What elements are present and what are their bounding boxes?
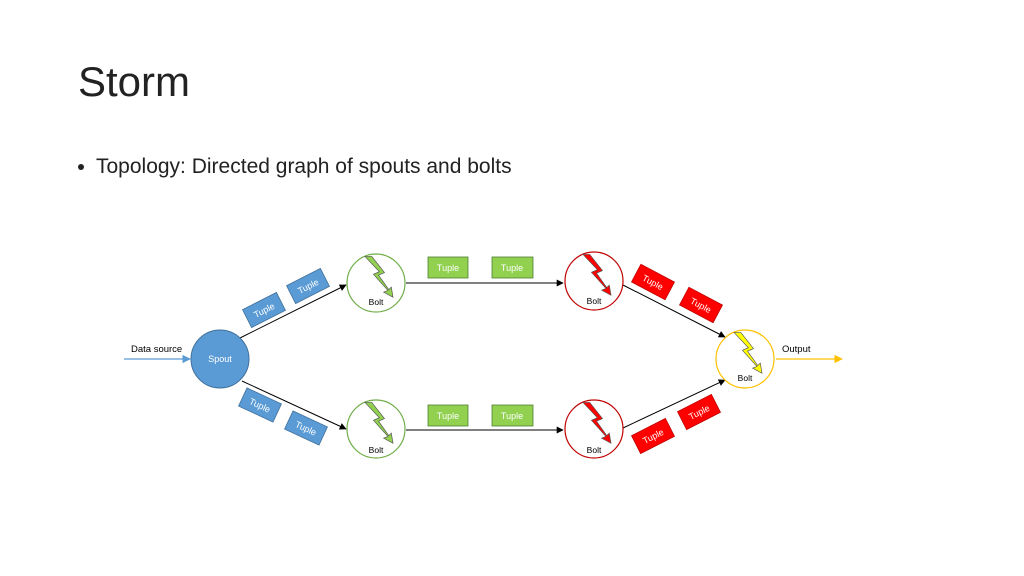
- bolt-green-top: Bolt: [346, 253, 406, 313]
- tuple-green-1: Tuple: [427, 256, 469, 279]
- edge-spout-bolt-bottom: [241, 380, 347, 430]
- tuple-label: Tuple: [501, 263, 523, 273]
- tuple-blue-2: Tuple: [285, 267, 331, 305]
- tuple-red-3: Tuple: [630, 417, 676, 455]
- spout-node: Spout: [190, 329, 250, 389]
- tuple-red-2: Tuple: [678, 286, 724, 324]
- bolt-label: Bolt: [738, 373, 753, 383]
- bolt-label: Bolt: [369, 297, 384, 307]
- spout-label: Spout: [208, 354, 232, 364]
- output-label: Output: [782, 344, 811, 355]
- bullet-text: Topology: Directed graph of spouts and b…: [96, 155, 512, 178]
- bullet-item: Topology: Directed graph of spouts and b…: [78, 155, 512, 179]
- bolt-red-top: Bolt: [564, 251, 624, 311]
- tuple-green-3: Tuple: [427, 404, 469, 427]
- edge-spout-bolt-top: [239, 284, 347, 339]
- bolt-label: Bolt: [369, 445, 384, 455]
- tuple-green-4: Tuple: [491, 404, 534, 427]
- bullet-dot: [78, 164, 84, 170]
- bolt-output: Bolt: [715, 329, 775, 389]
- edge-bottom-red-to-output: [622, 379, 726, 429]
- bolt-green-bottom: Bolt: [346, 399, 406, 459]
- tuple-blue-3: Tuple: [238, 387, 282, 423]
- tuple-label: Tuple: [437, 411, 459, 421]
- tuple-red-4: Tuple: [676, 393, 722, 431]
- tuple-label: Tuple: [501, 411, 523, 421]
- data-source-label: Data source: [131, 344, 182, 355]
- bolt-label: Bolt: [587, 296, 602, 306]
- tuple-blue-1: Tuple: [241, 291, 287, 329]
- bolt-label: Bolt: [587, 445, 602, 455]
- tuple-green-2: Tuple: [491, 256, 534, 279]
- edge-top-red-to-output: [622, 284, 726, 338]
- tuple-blue-4: Tuple: [284, 410, 328, 446]
- page-title: Storm: [78, 58, 191, 105]
- tuple-red-1: Tuple: [630, 263, 676, 301]
- tuple-label: Tuple: [437, 263, 459, 273]
- bolt-red-bottom: Bolt: [564, 399, 624, 459]
